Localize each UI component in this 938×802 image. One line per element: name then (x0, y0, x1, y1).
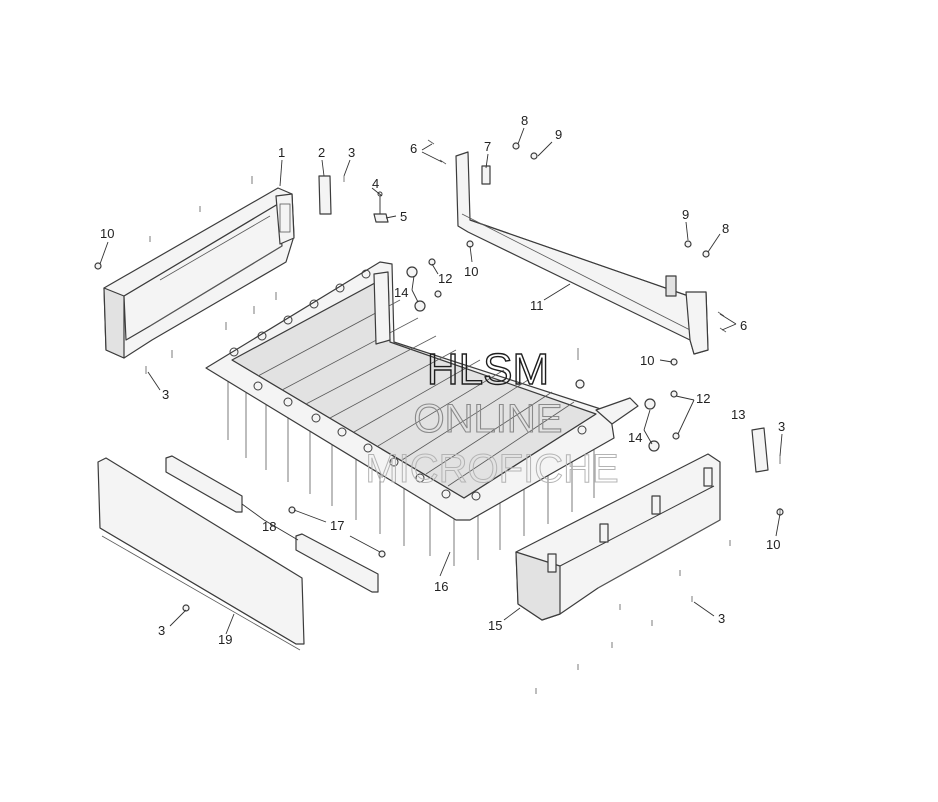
tailgate-panel (97, 457, 305, 651)
rear-frame-bar (455, 151, 709, 355)
callout-8b: 8 (722, 221, 729, 236)
nut-5 (373, 213, 389, 223)
callout-10a: 10 (100, 226, 114, 241)
front-wall-panel (103, 187, 295, 359)
callout-7: 7 (484, 139, 491, 154)
callout-14a: 14 (394, 285, 408, 300)
callout-2: 2 (318, 145, 325, 160)
callout-3d: 3 (718, 611, 725, 626)
callout-10b: 10 (464, 264, 478, 279)
callout-11: 11 (530, 298, 544, 313)
rail-strip-lower (295, 533, 379, 593)
callout-9b: 9 (682, 207, 689, 222)
watermark: HLSM ONLINE MICROFICHE (365, 344, 619, 491)
rim-holes (229, 269, 587, 501)
rail-strip-upper (165, 455, 243, 513)
plate-13 (751, 427, 769, 473)
side-wall-panel (515, 453, 721, 621)
callout-10d: 10 (766, 537, 780, 552)
callout-12a: 12 (438, 271, 452, 286)
callout-5: 5 (400, 209, 407, 224)
side-wall-clips (547, 467, 713, 573)
hardware-fasteners (94, 142, 784, 612)
watermark-line-3: MICROFICHE (365, 447, 618, 491)
callout-8: 8 (521, 113, 528, 128)
callout-12b: 12 (696, 391, 710, 406)
watermark-line-1: HLSM (427, 345, 549, 394)
callout-14b: 14 (628, 430, 642, 445)
callout-13: 13 (731, 407, 745, 422)
bolt-4 (377, 191, 383, 214)
cargo-bed (205, 261, 639, 566)
callout-9: 9 (555, 127, 562, 142)
callout-17: 17 (330, 518, 344, 533)
bracket-2 (318, 175, 332, 215)
callout-19: 19 (218, 632, 232, 647)
callout-3e: 3 (158, 623, 165, 638)
watermark-line-2: ONLINE (414, 397, 563, 441)
callout-3c: 3 (778, 419, 785, 434)
leader-lines (99, 127, 783, 635)
callout-1: 1 (278, 145, 285, 160)
callout-3b: 3 (162, 387, 169, 402)
callout-3: 3 (348, 145, 355, 160)
callout-10c: 10 (640, 353, 654, 368)
callout-labels: 1 2 3 4 5 6 7 8 9 9 8 10 6 10 11 12 14 1… (100, 113, 785, 647)
loose-screws (145, 139, 781, 694)
callout-18: 18 (262, 519, 276, 534)
callout-15: 15 (488, 618, 502, 633)
callout-16: 16 (434, 579, 448, 594)
callout-6: 6 (410, 141, 417, 156)
callout-6b: 6 (740, 318, 747, 333)
callout-4: 4 (372, 176, 379, 191)
